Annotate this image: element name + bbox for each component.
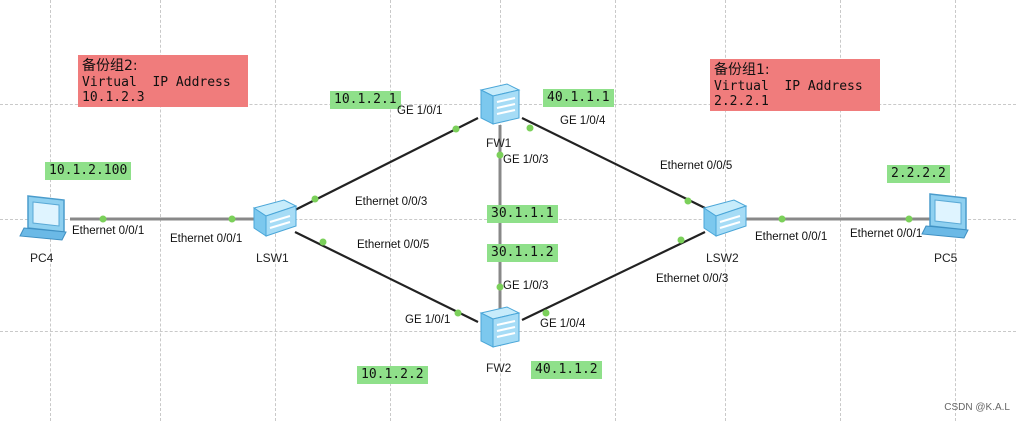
port-label: Ethernet 0/0/1	[170, 233, 243, 245]
ip-tag-fw1-g4: 40.1.1.1	[543, 89, 614, 108]
pc-icon[interactable]	[920, 190, 974, 242]
port-label: GE 1/0/1	[397, 105, 443, 117]
vrrp-group-1-ip: 2.2.2.1	[714, 94, 769, 110]
pc-icon[interactable]	[18, 192, 72, 244]
vrrp-group-1-box: 备份组1: Virtual IP Address 2.2.2.1	[710, 59, 880, 111]
grid-line	[160, 0, 161, 421]
link-lsw1-fw2	[294, 231, 479, 323]
link-lsw1-fw1	[294, 117, 479, 211]
port-dot	[526, 124, 534, 132]
port-dot	[677, 236, 685, 244]
port-label: Ethernet 0/0/1	[850, 228, 923, 240]
vrrp-group-1-title: 备份组1:	[714, 62, 770, 78]
port-label: Ethernet 0/0/5	[357, 239, 430, 251]
device-label-lsw2: LSW2	[706, 251, 739, 265]
port-dot	[454, 309, 462, 317]
ip-tag-fw1-g1: 10.1.2.1	[330, 91, 401, 110]
port-dot	[905, 215, 913, 223]
ip-tag-fw2-g3: 30.1.1.2	[487, 244, 558, 263]
vrrp-group-1-line1: Virtual IP Address	[714, 78, 863, 94]
port-dot	[99, 215, 107, 223]
port-label: GE 1/0/3	[503, 154, 549, 166]
ip-tag-pc5: 2.2.2.2	[887, 165, 950, 184]
device-label-fw2: FW2	[486, 361, 512, 375]
port-dot	[228, 215, 236, 223]
switch-icon[interactable]	[250, 196, 300, 242]
port-label: GE 1/0/1	[405, 314, 451, 326]
ip-tag-fw1-g3: 30.1.1.1	[487, 205, 558, 224]
link-fw2-lsw2	[521, 231, 706, 321]
grid-line	[840, 0, 841, 421]
ip-tag-fw2-g1: 10.1.2.2	[357, 366, 428, 385]
port-dot	[319, 238, 327, 246]
watermark: CSDN @K.A.L	[944, 402, 1010, 413]
device-label-pc4: PC4	[30, 251, 54, 265]
switch-icon[interactable]	[700, 196, 750, 242]
port-label: Ethernet 0/0/3	[656, 273, 729, 285]
ip-tag-fw2-g4: 40.1.1.2	[531, 361, 602, 380]
port-label: Ethernet 0/0/1	[755, 231, 828, 243]
vrrp-group-2-title: 备份组2:	[82, 58, 138, 74]
vrrp-group-2-box: 备份组2: Virtual IP Address 10.1.2.3	[78, 55, 248, 107]
port-label: GE 1/0/4	[560, 115, 606, 127]
vrrp-group-2-line1: Virtual IP Address	[82, 74, 231, 90]
port-dot	[452, 125, 460, 133]
firewall-icon[interactable]	[477, 303, 523, 351]
port-dot	[496, 283, 504, 291]
device-label-pc5: PC5	[934, 251, 958, 265]
port-dot	[496, 151, 504, 159]
port-label: GE 1/0/4	[540, 318, 586, 330]
grid-line	[615, 0, 616, 421]
grid-line	[390, 0, 391, 421]
device-label-fw1: FW1	[486, 136, 512, 150]
port-label: Ethernet 0/0/5	[660, 160, 733, 172]
port-label: Ethernet 0/0/3	[355, 196, 428, 208]
port-dot	[542, 309, 550, 317]
device-label-lsw1: LSW1	[256, 251, 289, 265]
port-dot	[311, 195, 319, 203]
ip-tag-pc4: 10.1.2.100	[45, 162, 132, 181]
port-dot	[684, 197, 692, 205]
firewall-icon[interactable]	[477, 80, 523, 128]
port-label: GE 1/0/3	[503, 280, 549, 292]
vrrp-group-2-ip: 10.1.2.3	[82, 90, 145, 106]
port-label: Ethernet 0/0/1	[72, 225, 145, 237]
port-dot	[778, 215, 786, 223]
link-fw1-lsw2	[521, 117, 706, 209]
